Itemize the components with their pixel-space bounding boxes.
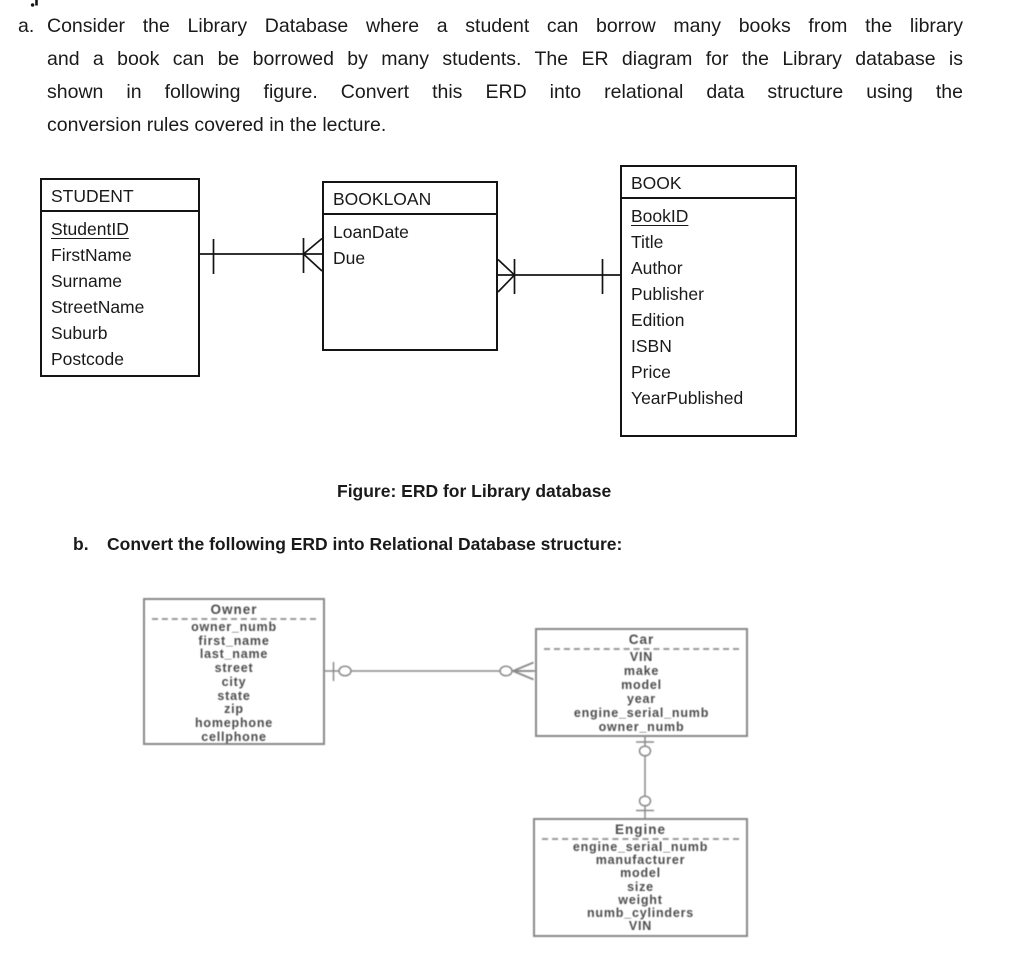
attribute: street — [214, 661, 254, 676]
attribute: Due — [333, 248, 366, 268]
relationship-car-engine — [636, 737, 654, 818]
attribute: Author — [631, 258, 683, 278]
question-b-text: Convert the following ERD into Relationa… — [107, 534, 623, 554]
attribute: last_name — [199, 647, 269, 662]
attribute: Publisher — [631, 284, 704, 304]
relationship-owner-car — [325, 661, 535, 681]
figure-caption: Figure: ERD for Library database — [337, 481, 612, 501]
attribute: Postcode — [51, 349, 124, 369]
question-a-line: shown in following figure. Convert this … — [47, 81, 963, 103]
entity-bookloan-title: BOOKLOAN — [324, 183, 496, 215]
attribute: first_name — [198, 633, 270, 648]
attribute: LoanDate — [333, 222, 409, 242]
attribute: homephone — [194, 715, 274, 730]
attribute: YearPublished — [631, 388, 744, 408]
attribute: weight — [618, 892, 663, 907]
question-a-line: and a book can be borrowed by many stude… — [47, 48, 963, 70]
attribute: numb_cylinders — [586, 906, 695, 921]
dashed-separator — [544, 647, 739, 650]
attribute: city — [221, 674, 247, 689]
question-b-label: b. — [73, 534, 89, 554]
attribute: owner_numb — [598, 719, 685, 734]
question-a: a. Consider the Library Database where a… — [18, 10, 966, 142]
attribute: StudentID — [51, 219, 129, 239]
question-a-text: Consider the Library Database where a st… — [47, 10, 963, 142]
crow-foot-many-icon — [512, 661, 534, 681]
attribute: StreetName — [51, 297, 145, 317]
attribute: model — [620, 866, 661, 881]
entity-student-title: STUDENT — [42, 180, 198, 212]
attribute: Edition — [631, 310, 685, 330]
dashed-separator — [542, 837, 739, 840]
attribute: model — [621, 677, 662, 692]
attribute: FirstName — [51, 245, 132, 265]
entity-car-title: Car — [628, 632, 655, 647]
attribute: make — [623, 663, 660, 678]
attribute: manufacturer — [595, 853, 686, 868]
question-a-line: conversion rules covered in the lecture. — [47, 114, 387, 136]
question-a-label: a. — [18, 15, 35, 37]
zero-circle-icon — [499, 665, 513, 677]
attribute: year — [627, 691, 656, 706]
entity-engine-title: Engine — [614, 822, 666, 837]
attribute: Title — [631, 232, 664, 252]
zero-circle-icon — [638, 795, 652, 807]
attribute: BookID — [631, 206, 689, 226]
attribute: size — [627, 879, 654, 894]
attribute: Surname — [51, 271, 123, 291]
attribute: Price — [631, 362, 671, 382]
dashed-separator — [152, 617, 316, 620]
zero-circle-icon — [338, 665, 352, 677]
question-a-line: Consider the Library Database where a st… — [47, 15, 963, 37]
attribute: cellphone — [201, 729, 267, 744]
attribute: VIN — [629, 650, 654, 664]
attribute: owner_numb — [191, 620, 277, 634]
attribute: Suburb — [51, 323, 108, 343]
attribute: engine_serial_numb — [573, 705, 710, 720]
entity-book-title: BOOK — [622, 167, 795, 199]
zero-circle-icon — [638, 745, 652, 757]
question-b: b. Convert the following ERD into Relatio… — [73, 534, 622, 555]
attribute: zip — [224, 702, 244, 717]
attribute: ISBN — [631, 336, 672, 356]
attribute: VIN — [628, 919, 653, 934]
entity-owner-title: Owner — [210, 602, 258, 617]
attribute: state — [217, 688, 251, 703]
attribute: engine_serial_numb — [572, 840, 709, 854]
